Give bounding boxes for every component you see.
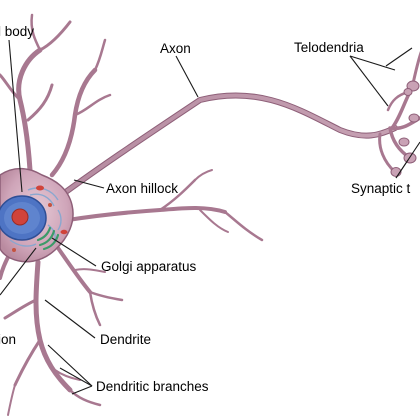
label-synaptic-terminals: Synaptic t (351, 181, 411, 196)
label-axon: Axon (160, 41, 191, 56)
leader-dendrite (44, 299, 96, 339)
label-dendrite: Dendrite (100, 332, 151, 347)
golgi-apparatus (36, 226, 60, 251)
leader-nucleus-partial (0, 247, 37, 296)
leader-dendritic-branches-3 (47, 344, 93, 387)
leader-telodendria-3 (385, 47, 413, 67)
leader-axon-hillock (73, 179, 105, 189)
label-cell-body: l body (0, 24, 34, 39)
leader-dendritic-branches-1 (59, 367, 93, 387)
leader-telodendria-2 (349, 55, 389, 107)
labels: l body Axon Telodendria Axon hillock Syn… (0, 24, 411, 394)
label-dendritic-branches: Dendritic branches (96, 379, 209, 394)
leader-telodendria-1 (349, 55, 396, 71)
leader-synaptic-terminal-2 (395, 141, 420, 179)
leader-golgi (51, 237, 97, 267)
leader-axon (175, 55, 199, 98)
organelles (12, 185, 68, 252)
synaptic-terminal-bulbs (390, 80, 420, 177)
label-left-partial: ion (0, 332, 16, 347)
nucleolus (11, 208, 29, 226)
leader-cell-body (8, 39, 23, 193)
label-telodendria: Telodendria (294, 40, 364, 55)
leader-dendritic-branches-2 (71, 385, 93, 395)
label-golgi-apparatus: Golgi apparatus (101, 259, 197, 274)
leader-lines (0, 39, 420, 395)
axon (45, 92, 398, 208)
label-axon-hillock: Axon hillock (106, 181, 178, 196)
